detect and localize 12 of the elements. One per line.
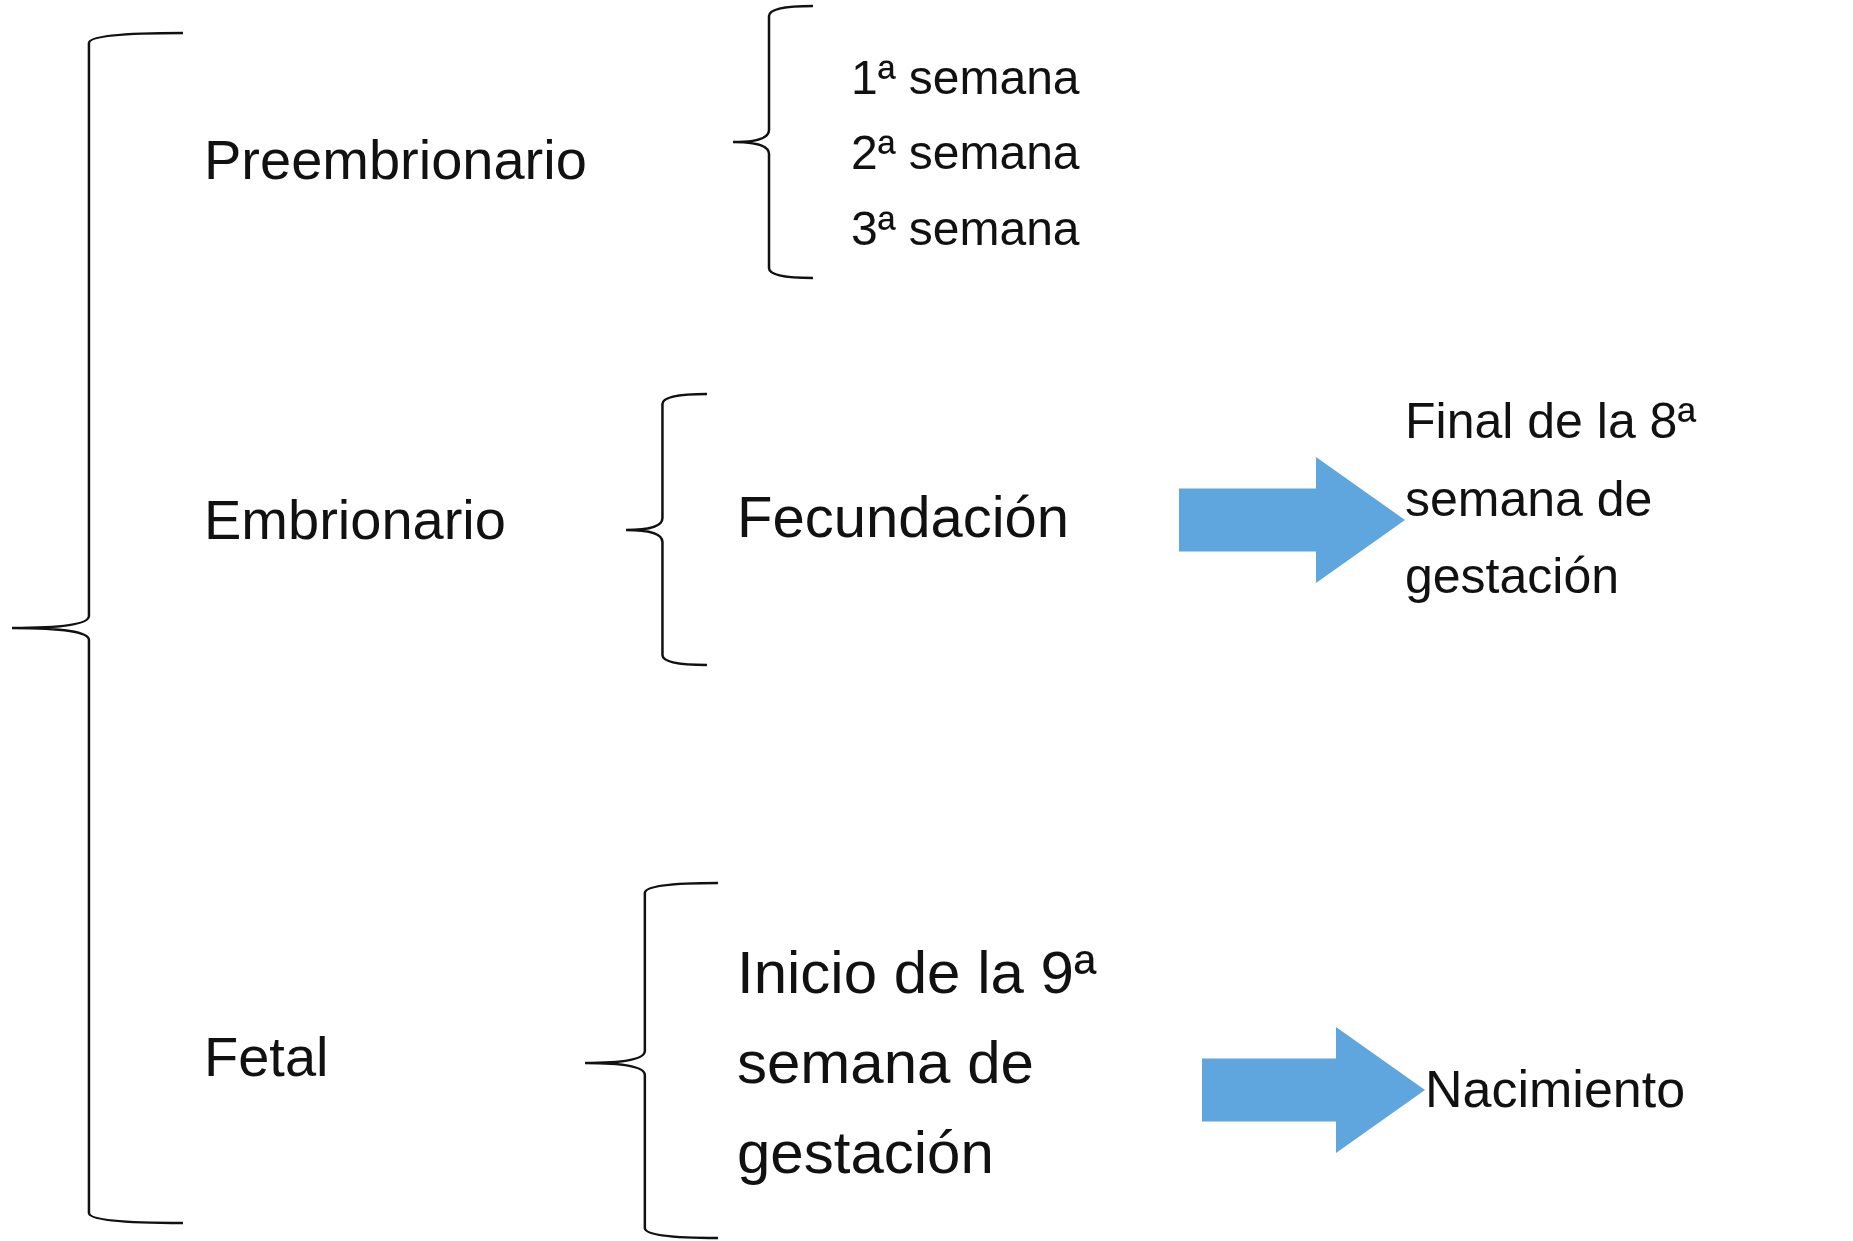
stage-text: Fecundación	[737, 482, 1179, 552]
period-label: Preembrionario	[204, 127, 587, 193]
week-label: 2ª semana	[851, 125, 1080, 181]
period-label: Fetal	[204, 1024, 329, 1090]
block-arrow	[1179, 457, 1405, 583]
block-arrow	[1202, 1027, 1425, 1153]
week-label: 1ª semana	[851, 50, 1080, 106]
stage-text: Nacimiento	[1425, 1058, 1745, 1121]
period-label: Embrionario	[204, 487, 506, 553]
stage-text: Final de la 8ª semana de gestación	[1405, 383, 1765, 616]
week-label: 3ª semana	[851, 201, 1080, 257]
stage-text: Inicio de la 9ª semana de gestación	[737, 928, 1202, 1198]
